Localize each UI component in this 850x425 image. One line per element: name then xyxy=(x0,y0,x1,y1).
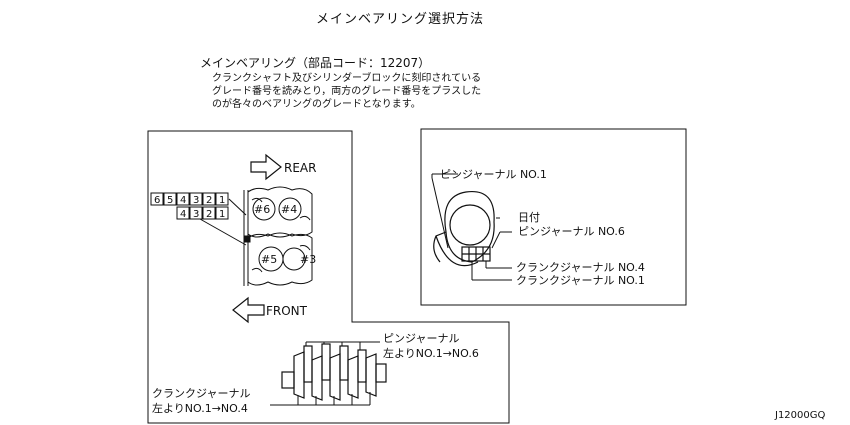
svg-text:3: 3 xyxy=(193,195,199,206)
crank-journal-leader xyxy=(270,392,371,406)
crank-end-view xyxy=(433,190,495,267)
cylinder-label: #5 xyxy=(261,253,277,266)
figure-id: J12000GQ xyxy=(775,410,826,421)
crank-journal-range: 左よりNO.1→NO.4 xyxy=(152,402,248,415)
svg-text:5: 5 xyxy=(167,195,173,206)
pin-journal-label: ピンジャーナル xyxy=(383,332,459,345)
date-label: 日付 xyxy=(518,211,540,224)
engine-panel-frame xyxy=(147,130,510,424)
front-arrow-icon xyxy=(232,296,265,324)
pin-journal-range: 左よりNO.1→NO.6 xyxy=(383,347,479,360)
cylinder-label: #6 xyxy=(254,203,270,216)
svg-text:3: 3 xyxy=(193,209,199,220)
cylinder-label: #4 xyxy=(281,203,297,216)
svg-text:2: 2 xyxy=(206,195,212,206)
svg-text:1: 1 xyxy=(219,195,225,206)
section-heading: メインベアリング（部品コード：12207） xyxy=(200,56,431,70)
page-title: メインベアリング選択方法 xyxy=(316,12,485,27)
crank-journal-no4-label: クランクジャーナル NO.4 xyxy=(516,261,645,274)
crank-end-leaders xyxy=(431,173,512,281)
pin-journal-no1-label: ピンジャーナル NO.1 xyxy=(440,168,547,181)
grade-code-row-1: 6 5 4 3 2 1 xyxy=(150,192,229,206)
front-label: FRONT xyxy=(266,304,308,318)
crankshaft xyxy=(281,343,387,401)
engine-block xyxy=(243,186,313,286)
description-line: のが各々のベアリングのグレードとなります。 xyxy=(212,99,421,110)
grade-code-row-2: 4 3 2 1 xyxy=(176,206,229,220)
crank-journal-label: クランクジャーナル xyxy=(152,387,250,400)
pin-journal-no6-label: ピンジャーナル NO.6 xyxy=(518,225,625,238)
svg-text:6: 6 xyxy=(154,195,160,206)
rear-label: REAR xyxy=(284,161,316,175)
crank-journal-no1-label: クランクジャーナル NO.1 xyxy=(516,274,645,287)
svg-text:4: 4 xyxy=(180,195,186,206)
description-line: クランクシャフト及びシリンダーブロックに刻印されている xyxy=(212,73,482,84)
rear-arrow-icon xyxy=(250,153,282,181)
cylinder-label: #3 xyxy=(300,253,316,266)
crank-end-panel-frame xyxy=(420,128,687,306)
description-line: グレード番号を読みとり，両方のグレード番号をプラスした xyxy=(212,86,482,97)
svg-text:1: 1 xyxy=(219,209,225,220)
svg-text:4: 4 xyxy=(180,209,186,220)
pin-journal-leader xyxy=(305,341,380,350)
svg-text:2: 2 xyxy=(206,209,212,220)
